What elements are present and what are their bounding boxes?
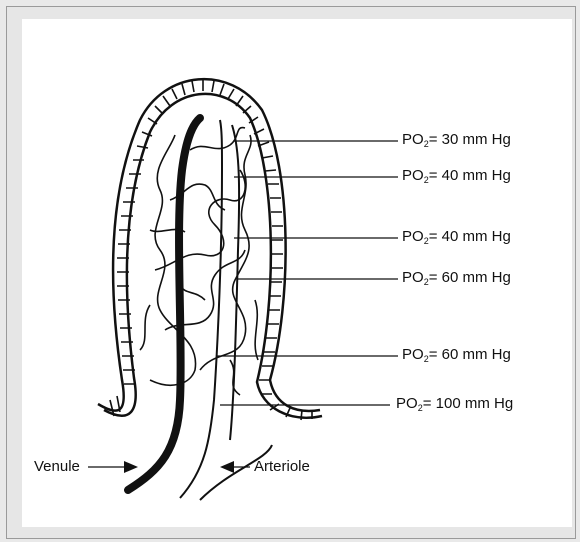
po2-prefix: PO <box>402 346 424 363</box>
capillary-network <box>140 128 258 395</box>
po2-label-2: PO2= 40 mm Hg <box>402 167 511 185</box>
po2-prefix: PO <box>402 167 424 184</box>
venule-label: Venule <box>34 458 80 476</box>
po2-label-6: PO2= 100 mm Hg <box>396 395 513 413</box>
arteriole-vessel <box>180 120 222 498</box>
arteriole-label: Arteriole <box>254 458 310 476</box>
venule-arrow-head <box>124 461 138 473</box>
po2-prefix: PO <box>402 131 424 148</box>
po2-prefix: PO <box>396 395 418 412</box>
po2-value: = 100 mm Hg <box>423 395 513 412</box>
epithelial-cells <box>110 80 312 420</box>
arteriole-arrow-head <box>220 461 234 473</box>
po2-value: = 30 mm Hg <box>429 131 511 148</box>
po2-prefix: PO <box>402 228 424 245</box>
leader-lines <box>216 141 398 405</box>
po2-value: = 60 mm Hg <box>429 269 511 286</box>
po2-label-4: PO2= 60 mm Hg <box>402 269 511 287</box>
po2-label-3: PO2= 40 mm Hg <box>402 228 511 246</box>
po2-value: = 40 mm Hg <box>429 167 511 184</box>
po2-prefix: PO <box>402 269 424 286</box>
po2-label-1: PO2= 30 mm Hg <box>402 131 511 149</box>
po2-value: = 60 mm Hg <box>429 346 511 363</box>
po2-value: = 40 mm Hg <box>429 228 511 245</box>
po2-label-5: PO2= 60 mm Hg <box>402 346 511 364</box>
